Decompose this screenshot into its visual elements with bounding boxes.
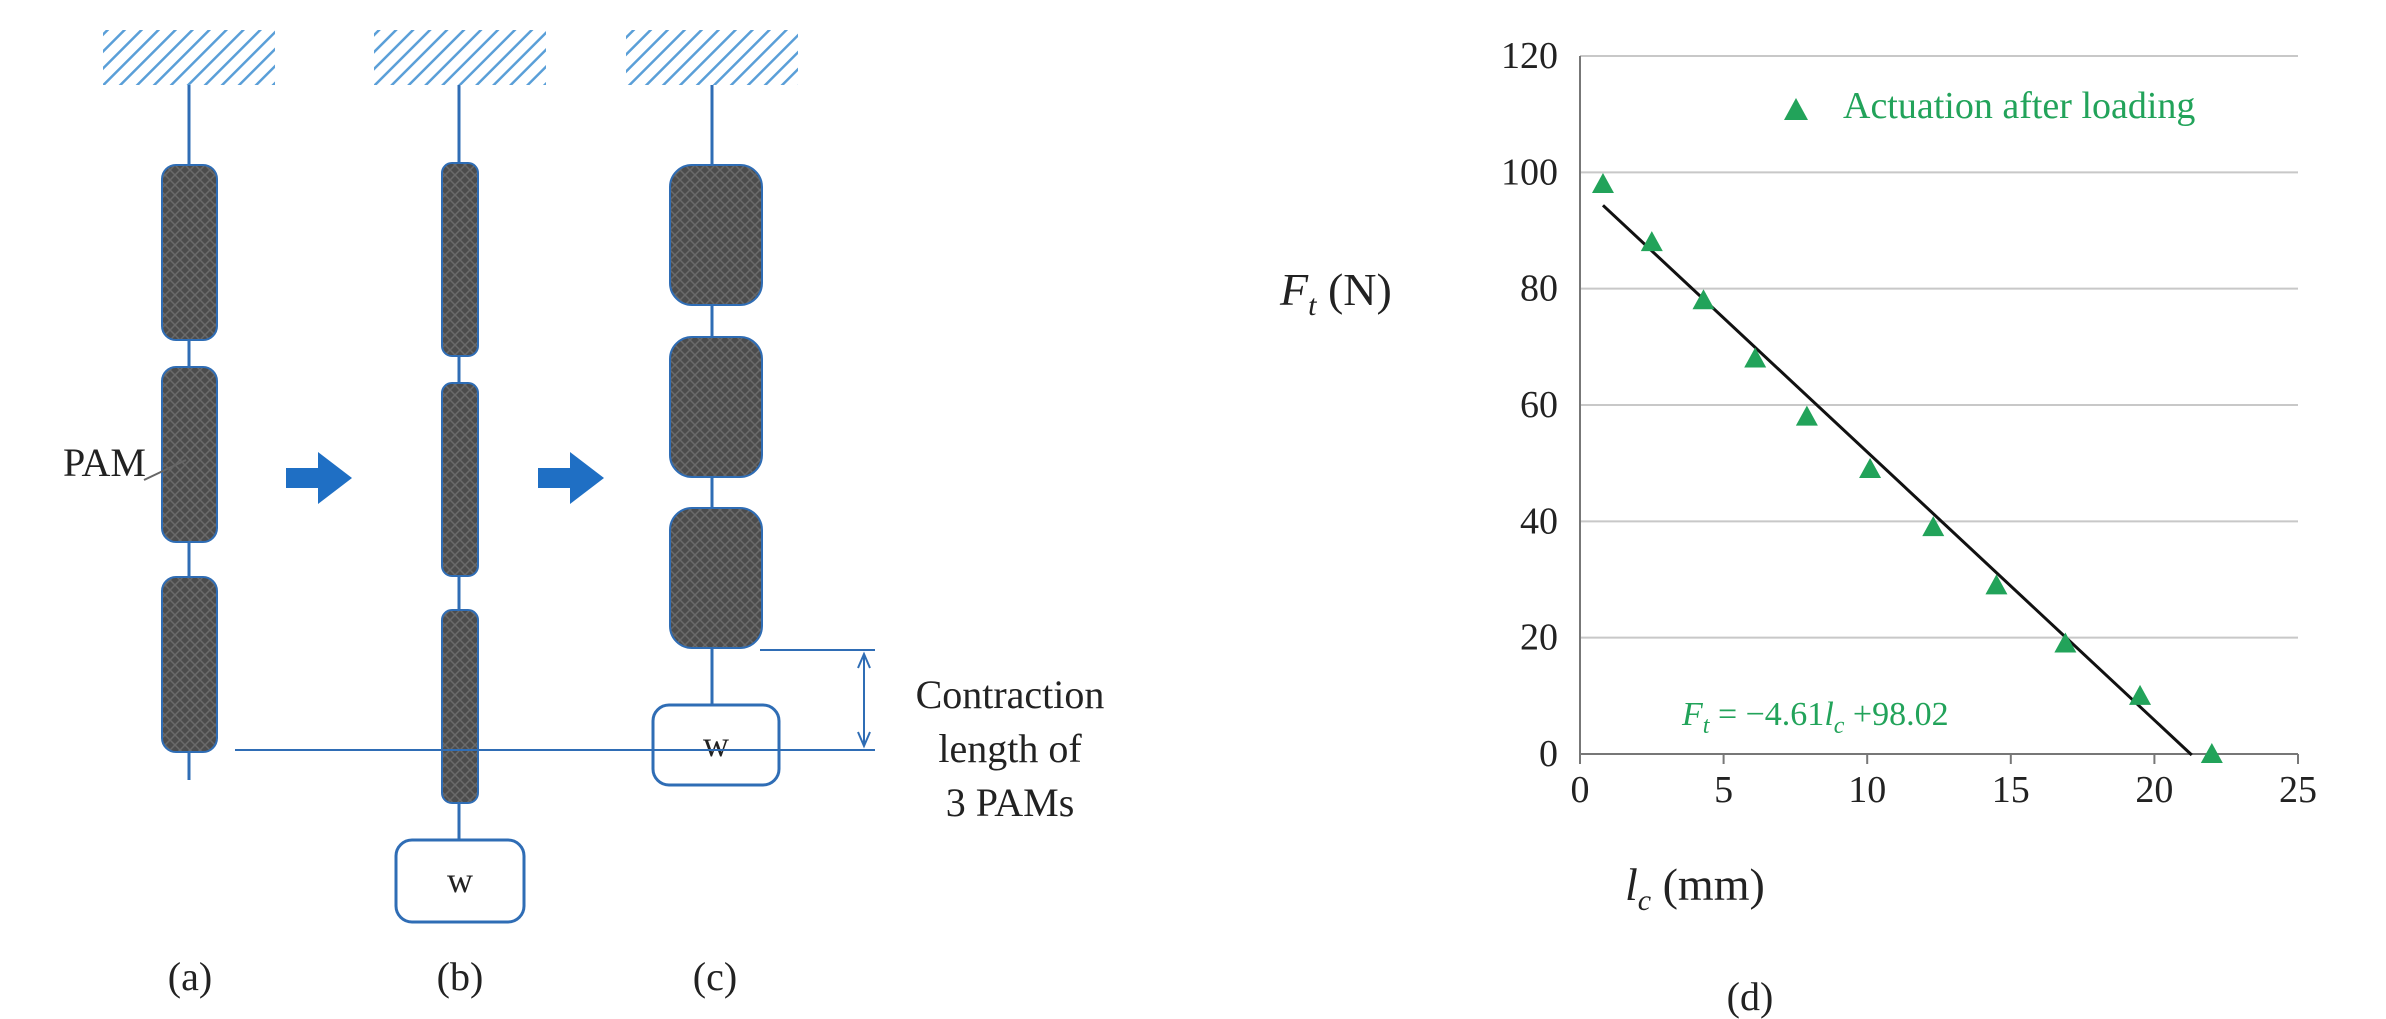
diagram-panel-c: w (626, 30, 798, 787)
panel-label-c: (c) (693, 954, 737, 999)
x-tick-label: 20 (2135, 769, 2173, 811)
contraction-label-line: Contraction (916, 672, 1105, 717)
pam-label: PAM (63, 440, 146, 485)
data-point (1985, 574, 2008, 595)
data-point (1744, 347, 1767, 368)
x-tick-label: 25 (2279, 769, 2317, 811)
data-point (2129, 684, 2152, 705)
weight-label: w (703, 724, 729, 764)
x-tick-label: 15 (1992, 769, 2030, 811)
panel-label-d: (d) (1727, 974, 1774, 1019)
weight-icon (394, 838, 526, 924)
pam-actuator-icon (669, 336, 763, 478)
pam-actuator-icon (669, 164, 763, 306)
y-tick-label: 120 (1501, 35, 1558, 77)
pam-actuator-icon (161, 366, 218, 543)
data-point (1692, 289, 1715, 310)
grid-lines (1580, 55, 2298, 639)
pam-actuator-icon (441, 609, 479, 804)
weight-icon (651, 703, 781, 787)
contraction-dimension: Contraction length of 3 PAMs (235, 649, 1105, 825)
x-tick-label: 0 (1571, 769, 1590, 811)
legend-label: Actuation after loading (1843, 85, 2195, 127)
right-arrow-icon (286, 452, 352, 504)
y-tick-label: 100 (1501, 151, 1558, 193)
x-axis-label: lc (mm) (1625, 859, 1765, 917)
x-tick-label: 5 (1714, 769, 1733, 811)
data-point (1859, 457, 1882, 478)
contraction-label-line: length of (938, 726, 1082, 771)
tick-labels: 0 20 40 60 80 100 120 0 5 10 15 20 25 (1501, 35, 2317, 811)
y-tick-label: 60 (1520, 384, 1558, 426)
pam-leader-line (143, 459, 187, 481)
data-points (1591, 172, 2223, 763)
arrow-head-icon (857, 651, 871, 669)
y-tick-label: 0 (1539, 733, 1558, 775)
data-point (2054, 632, 2077, 653)
contraction-label-line: 3 PAMs (946, 780, 1075, 825)
pam-actuator-icon (441, 382, 479, 577)
data-point (1591, 172, 1614, 193)
x-tick-label: 10 (1848, 769, 1886, 811)
legend: Actuation after loading (1784, 85, 2195, 127)
pam-actuator-icon (669, 507, 763, 649)
arrow-head-icon (857, 731, 871, 749)
data-point (1922, 516, 1945, 537)
weight-label: w (447, 860, 473, 900)
transition-arrows (286, 452, 604, 504)
ground-hatch-icon (374, 30, 546, 85)
diagram-panel-a: PAM (63, 30, 275, 780)
y-tick-label: 80 (1520, 268, 1558, 310)
data-point (2200, 743, 2223, 763)
y-axis-label: Ft (N) (1279, 264, 1392, 322)
pam-actuator-icon (441, 162, 479, 357)
panel-label-b: (b) (437, 954, 484, 999)
panel-label-a: (a) (168, 954, 212, 999)
data-point (1640, 231, 1663, 252)
fit-equation-label: Ft = −4.61lc +98.02 (1681, 696, 1949, 739)
right-arrow-icon (538, 452, 604, 504)
pam-actuator-icon (161, 164, 218, 341)
data-point (1795, 405, 1818, 426)
y-tick-label: 20 (1520, 617, 1558, 659)
ground-hatch-icon (626, 30, 798, 85)
axes (1579, 56, 2299, 764)
pam-actuator-icon (161, 576, 218, 753)
diagram-panel-b: w (374, 30, 546, 924)
ground-hatch-icon (103, 30, 275, 85)
y-tick-label: 40 (1520, 500, 1558, 542)
chart-panel-d: 0 20 40 60 80 100 120 0 5 10 15 20 25 Ft (N) lc (mm)… (1279, 35, 2317, 917)
legend-marker (1784, 98, 1808, 120)
panel-labels: (a) (b) (c) (d) (168, 954, 1774, 1019)
